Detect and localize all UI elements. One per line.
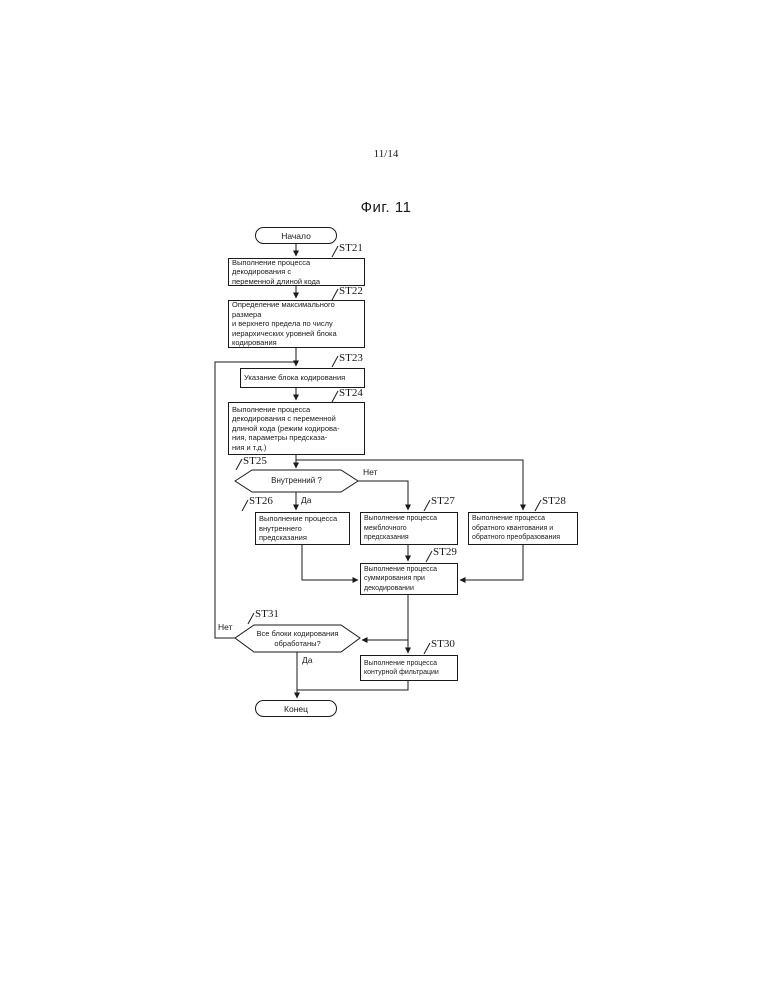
st31-decision-hexagon [234,624,361,653]
step-st27-box: Выполнение процесса межблочного предсказ… [360,512,458,545]
step-st28-box: Выполнение процесса обратного квантовани… [468,512,578,545]
st25-no-label: Нет [363,467,378,477]
page-number: 11/14 [373,148,399,160]
step-st22-box: Определение максимального размера и верх… [228,300,365,348]
decision-st25-text: Внутренний ? [271,476,322,486]
step-st29-tag: ST29 [433,546,457,558]
step-st27-tag: ST27 [431,495,455,507]
step-st30-tag: ST30 [431,638,455,650]
step-label-ticks [235,245,542,655]
start-terminator: Начало [255,227,337,244]
step-st24-tag: ST24 [339,387,363,399]
figure-title: Фиг. 11 [360,199,412,216]
step-st31-tag: ST31 [255,608,279,620]
connector-lines [214,244,526,699]
st31-yes-label: Да [302,655,313,665]
step-st24-box: Выполнение процесса декодирования с пере… [228,402,365,455]
step-st29-box: Выполнение процесса суммирования при дек… [360,563,458,595]
step-st21-box: Выполнение процесса декодирования с пере… [228,258,365,286]
step-st22-tag: ST22 [339,285,363,297]
st31-no-label: Нет [218,622,233,632]
step-st30-box: Выполнение процесса контурной фильтрации [360,655,458,681]
step-st23-tag: ST23 [339,352,363,364]
step-st21-tag: ST21 [339,242,363,254]
step-st26-tag: ST26 [249,495,273,507]
step-st28-tag: ST28 [542,495,566,507]
end-terminator: Конец [255,700,337,717]
step-st23-box: Указание блока кодирования [240,368,365,388]
step-st26-box: Выполнение процесса внутреннего предсказ… [255,512,350,545]
st25-decision-hexagon [234,469,359,493]
step-st25-tag: ST25 [243,455,267,467]
decision-st31-text: Все блоки кодирования обработаны? [256,629,339,648]
st25-yes-label: Да [301,495,312,505]
decision-shapes [234,469,361,653]
